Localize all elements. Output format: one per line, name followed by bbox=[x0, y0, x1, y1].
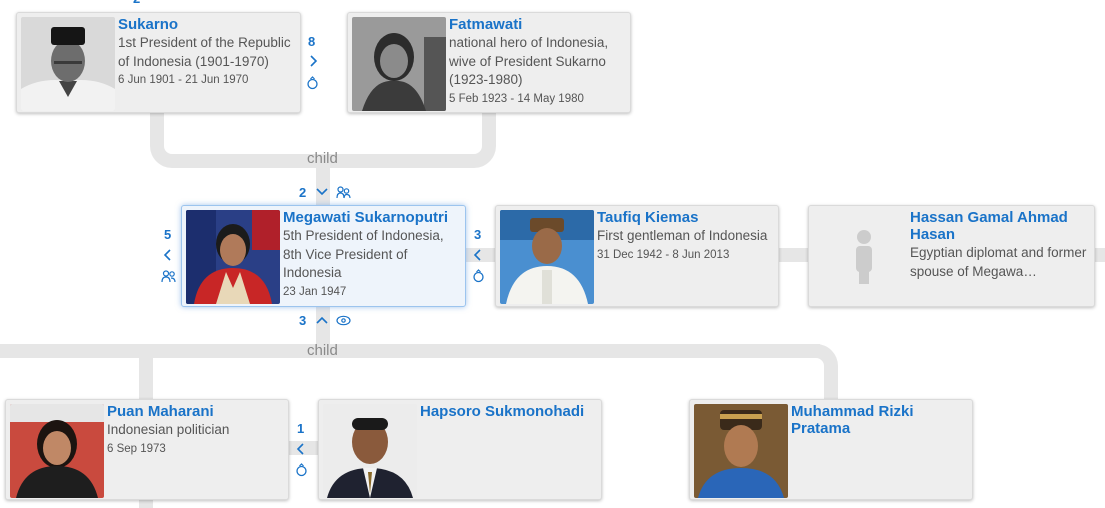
hapsoro-chevron-left-icon[interactable] bbox=[296, 443, 306, 455]
megawati-chevron-left-icon[interactable] bbox=[163, 249, 173, 261]
spouse-line-taufiq bbox=[464, 248, 498, 262]
children-stem bbox=[316, 306, 330, 346]
megawati-dates: 23 Jan 1947 bbox=[283, 285, 347, 298]
taufiq-photo bbox=[500, 210, 594, 304]
person-card-megawati[interactable]: Megawati Sukarnoputri 5th President of I… bbox=[181, 205, 466, 307]
megawati-parents-icon[interactable] bbox=[336, 186, 351, 199]
megawati-children-count[interactable]: 3 bbox=[299, 313, 307, 328]
person-card-sukarno[interactable]: Sukarno 1st President of the Republic of… bbox=[16, 12, 301, 113]
fatmawati-dates: 5 Feb 1923 - 14 May 1980 bbox=[449, 92, 584, 105]
hassan-description: Egyptian diplomat and former spouse of M… bbox=[910, 245, 1087, 279]
person-card-rizki[interactable]: Muhammad Rizki Pratama bbox=[689, 399, 973, 500]
hassan-name[interactable]: Hassan Gamal Ahmad Hasan bbox=[910, 209, 1068, 243]
hapsoro-rings-icon[interactable] bbox=[295, 463, 308, 477]
hapsoro-spouse-count[interactable]: 1 bbox=[297, 421, 305, 436]
children-right-drop bbox=[824, 370, 838, 402]
puan-name[interactable]: Puan Maharani bbox=[107, 403, 214, 420]
megawati-rings-icon[interactable] bbox=[472, 269, 485, 283]
children-horizontal-line bbox=[0, 344, 820, 358]
megawati-description: 5th President of Indonesia, 8th Vice Pre… bbox=[283, 228, 444, 280]
fatmawati-photo bbox=[352, 17, 446, 111]
rizki-photo bbox=[694, 404, 788, 498]
parents-to-child-line bbox=[316, 164, 330, 208]
megawati-photo bbox=[186, 210, 280, 304]
megawati-parents-count[interactable]: 2 bbox=[299, 185, 307, 200]
hapsoro-name[interactable]: Hapsoro Sukmonohadi bbox=[420, 403, 585, 420]
child-label-top: child bbox=[307, 150, 338, 167]
person-card-puan[interactable]: Puan Maharani Indonesian politician 6 Se… bbox=[5, 399, 289, 500]
puan-description: Indonesian politician bbox=[107, 422, 230, 437]
parents-connector bbox=[150, 112, 496, 168]
megawati-siblings-icon[interactable] bbox=[161, 270, 176, 283]
sukarno-photo bbox=[21, 17, 115, 111]
spouse-line-right bbox=[1095, 248, 1105, 262]
taufiq-description: First gentleman of Indonesia bbox=[597, 228, 768, 243]
megawati-siblings-count[interactable]: 5 bbox=[164, 227, 172, 242]
sukarno-chevron-right-icon[interactable] bbox=[308, 55, 318, 67]
sukarno-spouse-count[interactable]: 8 bbox=[308, 34, 316, 49]
taufiq-name[interactable]: Taufiq Kiemas bbox=[597, 209, 699, 226]
hassan-placeholder-avatar bbox=[813, 210, 907, 304]
taufiq-dates: 31 Dec 1942 - 8 Jun 2013 bbox=[597, 248, 730, 261]
rizki-name[interactable]: Muhammad Rizki Pratama bbox=[791, 403, 914, 437]
sukarno-rings-icon[interactable] bbox=[306, 76, 319, 90]
person-card-taufiq[interactable]: Taufiq Kiemas First gentleman of Indones… bbox=[495, 205, 779, 307]
megawati-chevron-up-icon[interactable] bbox=[316, 315, 328, 325]
sukarno-parents-count[interactable]: 2 bbox=[133, 0, 140, 6]
hapsoro-photo bbox=[323, 404, 417, 498]
sukarno-name[interactable]: Sukarno bbox=[118, 16, 179, 33]
sukarno-dates: 6 Jun 1901 - 21 Jun 1970 bbox=[118, 74, 249, 86]
megawati-spouse-count[interactable]: 3 bbox=[474, 227, 482, 242]
children-left-drop bbox=[139, 356, 153, 402]
spouse-line-hassan bbox=[778, 248, 810, 262]
fatmawati-name[interactable]: Fatmawati bbox=[449, 16, 523, 33]
person-card-hapsoro[interactable]: Hapsoro Sukmonohadi bbox=[318, 399, 602, 500]
puan-dates: 6 Sep 1973 bbox=[107, 442, 166, 455]
megawati-spouse-chevron-left-icon[interactable] bbox=[473, 249, 483, 261]
megawati-eye-icon[interactable] bbox=[336, 315, 351, 326]
megawati-name[interactable]: Megawati Sukarnoputri bbox=[283, 209, 449, 226]
sukarno-parents-icon[interactable] bbox=[171, 0, 185, 4]
fatmawati-description: national hero of Indonesia, wive of Pres… bbox=[449, 35, 609, 87]
sukarno-description: 1st President of the Republic of Indones… bbox=[118, 35, 291, 69]
person-card-fatmawati[interactable]: Fatmawati national hero of Indonesia, wi… bbox=[347, 12, 631, 113]
megawati-chevron-down-icon[interactable] bbox=[316, 187, 328, 197]
spouse-line-hapsoro bbox=[288, 441, 320, 455]
child-label-bottom: child bbox=[307, 342, 338, 359]
puan-photo bbox=[10, 404, 104, 498]
person-card-hassan[interactable]: Hassan Gamal Ahmad Hasan Egyptian diplom… bbox=[808, 205, 1095, 307]
